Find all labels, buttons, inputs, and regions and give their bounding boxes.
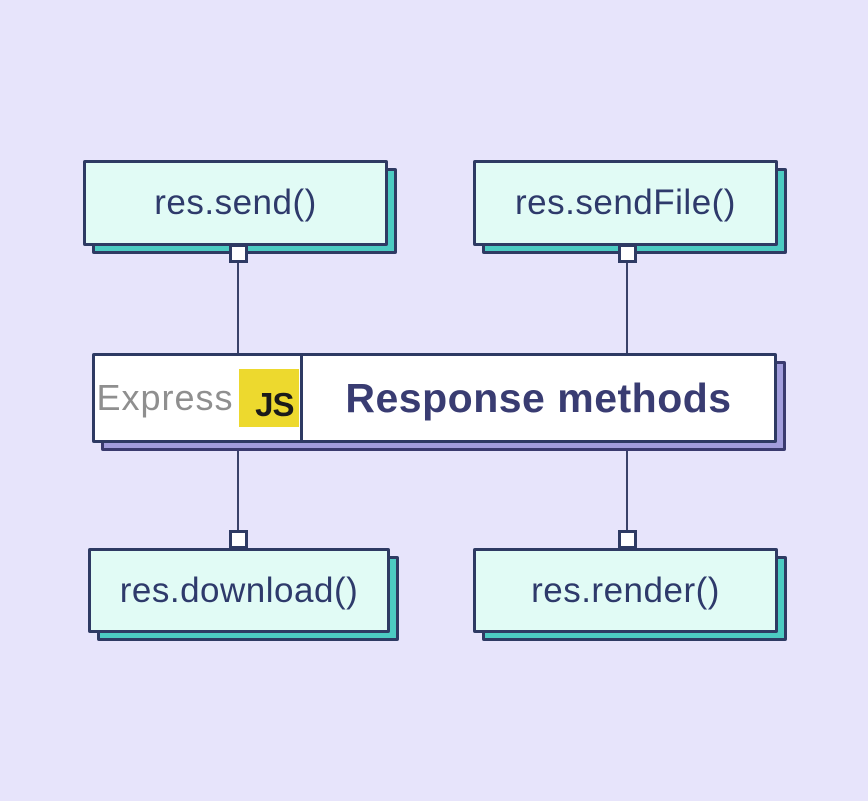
node-face: res.download() (88, 548, 390, 633)
node-face: res.sendFile() (473, 160, 778, 246)
connector-line-top-left (237, 252, 239, 356)
node-label-res-send: res.send() (154, 183, 317, 222)
banner-response-methods: Express JS Response methods (92, 353, 786, 451)
connector-line-bottom-right (626, 444, 628, 536)
node-res-download: res.download() (88, 548, 399, 641)
node-res-render: res.render() (473, 548, 787, 641)
node-label-res-sendfile: res.sendFile() (515, 183, 736, 222)
banner-title: Response methods (345, 374, 732, 421)
connector-line-top-right (626, 252, 628, 356)
express-wordmark: Express (96, 377, 234, 418)
node-label-res-render: res.render() (531, 570, 720, 610)
js-logo-badge: JS (238, 369, 299, 427)
connector-port-bottom-right (618, 530, 637, 549)
express-js-logo: Express JS (95, 356, 303, 440)
node-face: res.render() (473, 548, 778, 633)
connector-port-top-left (229, 244, 248, 263)
connector-port-bottom-left (229, 530, 248, 549)
node-label-res-download: res.download() (119, 570, 359, 610)
banner-face: Express JS Response methods (92, 353, 777, 443)
connector-line-bottom-left (237, 444, 239, 536)
banner-title-cell: Response methods (303, 356, 774, 440)
connector-port-top-right (618, 244, 637, 263)
node-res-sendfile: res.sendFile() (473, 160, 787, 254)
node-res-send: res.send() (83, 160, 397, 254)
node-face: res.send() (83, 160, 388, 246)
